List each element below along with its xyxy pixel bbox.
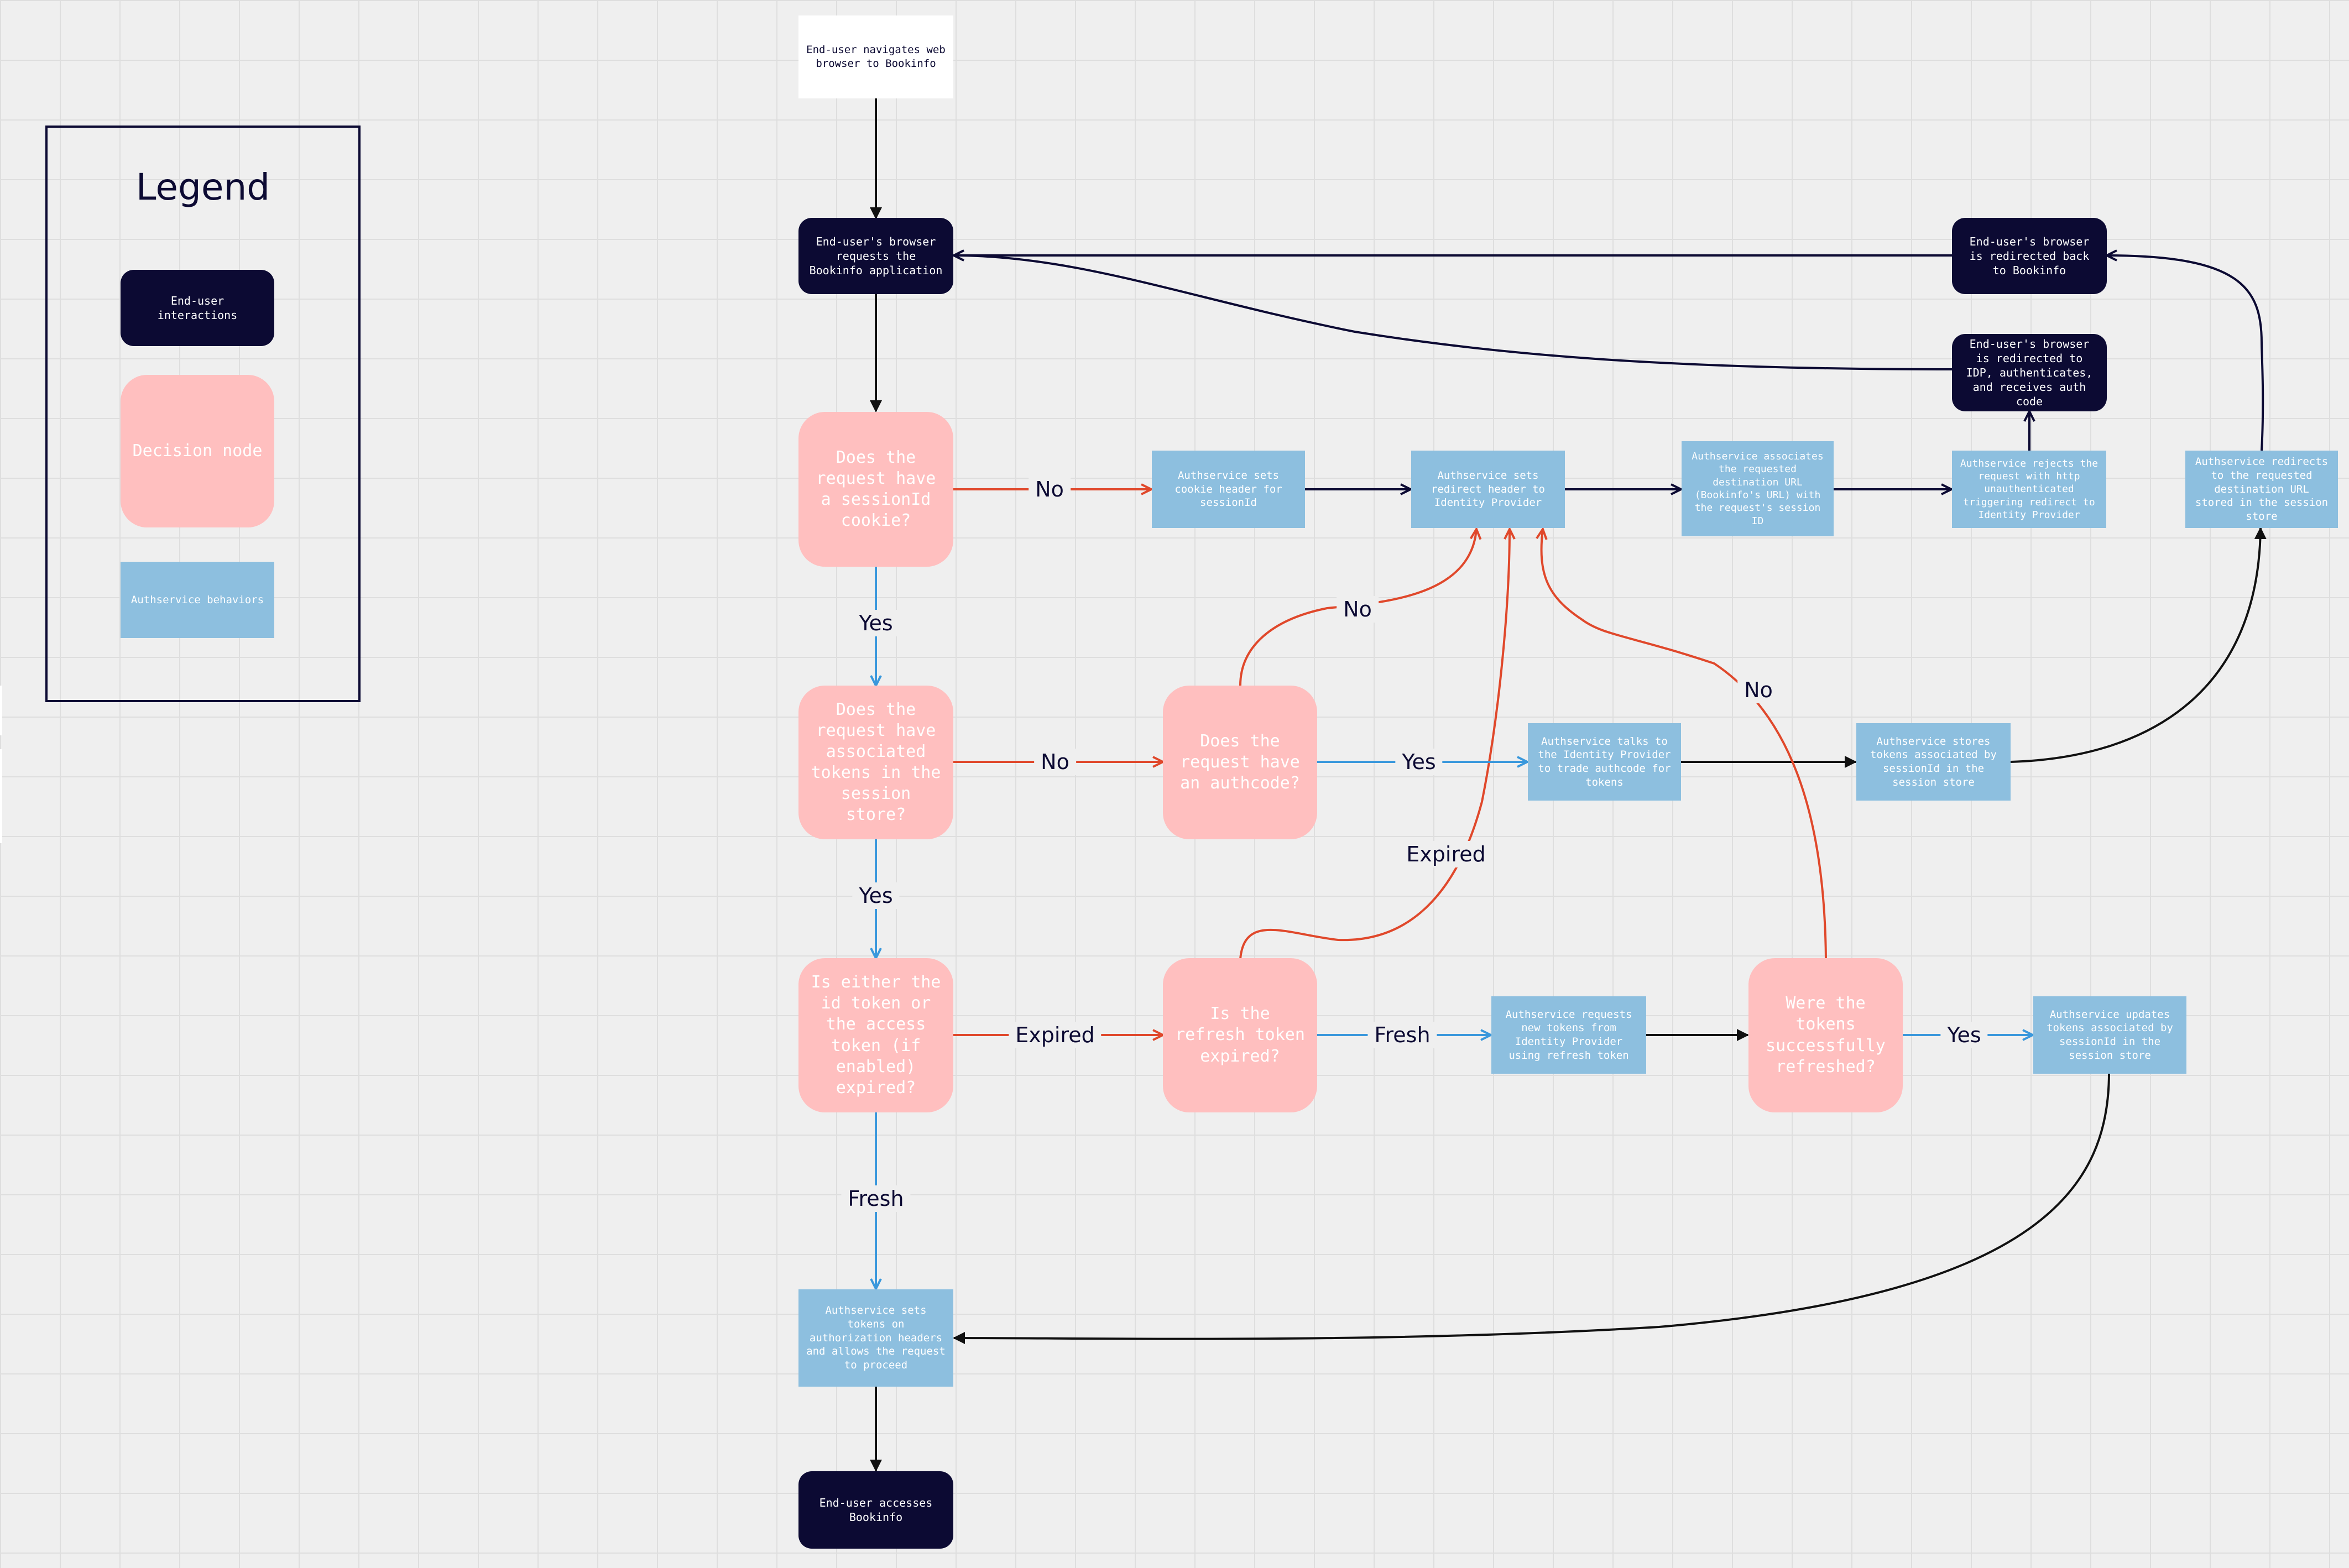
edge-label-expired-expired: Expired: [1009, 1022, 1102, 1048]
tokens-in-store-question: Does the request have associated tokens …: [798, 686, 953, 839]
edge-refresh-expired: [1239, 529, 1510, 960]
access-bookinfo-node: End-user accesses Bookinfo: [798, 1471, 953, 1549]
edge-label-cookie-no: No: [1029, 476, 1071, 503]
token-expired-question: Is either the id token or the access tok…: [798, 958, 953, 1112]
redirect-destination-node: Authservice redirects to the requested d…: [2185, 451, 2338, 528]
tokens-refreshed-question: Were the tokens successfully refreshed?: [1748, 958, 1903, 1112]
edge-store-to-redirect-dest: [2010, 527, 2267, 763]
edge-label-store-no: No: [1034, 749, 1076, 775]
request-new-tokens-node: Authservice requests new tokens from Ide…: [1491, 996, 1646, 1074]
trade-authcode-node: Authservice talks to the Identity Provid…: [1528, 723, 1681, 801]
edge-mark: [0, 686, 2, 735]
edge-redirect-dest-to-redirected-back: [2107, 255, 2264, 451]
edge-mark: [0, 749, 2, 843]
store-tokens-node: Authservice stores tokens associated by …: [1856, 723, 2011, 801]
redirected-back-node: End-user's browser is redirected back to…: [1952, 218, 2107, 294]
edge-idp-to-request: [954, 255, 1953, 370]
edge-label-expired-fresh: Fresh: [841, 1185, 911, 1212]
session-cookie-question: Does the request have a sessionId cookie…: [798, 412, 953, 567]
legend-decision-node: Decision node: [121, 375, 274, 527]
start-node: End-user navigates web browser to Bookin…: [798, 15, 953, 98]
edge-label-refresh-expired: Expired: [1400, 841, 1492, 867]
update-tokens-node: Authservice updates tokens associated by…: [2033, 996, 2186, 1074]
edge-label-cookie-yes: Yes: [852, 610, 900, 636]
redirected-idp-node: End-user's browser is redirected to IDP,…: [1952, 334, 2107, 411]
edge-label-refreshed-no: No: [1737, 677, 1779, 703]
legend-title: Legend: [135, 166, 270, 208]
legend-user-node: End-user interactions: [121, 270, 274, 346]
edge-label-refreshed-yes: Yes: [1940, 1022, 1988, 1048]
authcode-question: Does the request have an authcode?: [1163, 686, 1317, 839]
request-app-node: End-user's browser requests the Bookinfo…: [798, 218, 953, 294]
edge-refreshed-no: [1542, 529, 1827, 960]
edge-authcode-no: [1239, 529, 1476, 686]
set-cookie-node: Authservice sets cookie header for sessi…: [1152, 451, 1305, 528]
edge-label-authcode-yes: Yes: [1395, 749, 1443, 775]
set-tokens-node: Authservice sets tokens on authorization…: [798, 1289, 953, 1387]
refresh-expired-question: Is the refresh token expired?: [1163, 958, 1317, 1112]
edge-label-authcode-no: No: [1337, 596, 1379, 623]
legend-auth-node: Authservice behaviors: [121, 562, 274, 638]
set-redirect-node: Authservice sets redirect header to Iden…: [1411, 451, 1565, 528]
edge-update-to-set-tokens: [953, 1072, 2110, 1345]
edge-label-store-yes: Yes: [852, 882, 900, 909]
legend-frame: [45, 126, 361, 702]
reject-node: Authservice rejects the request with htt…: [1952, 451, 2106, 528]
associate-url-node: Authservice associates the requested des…: [1682, 441, 1834, 536]
edge-label-refresh-fresh: Fresh: [1367, 1022, 1437, 1048]
